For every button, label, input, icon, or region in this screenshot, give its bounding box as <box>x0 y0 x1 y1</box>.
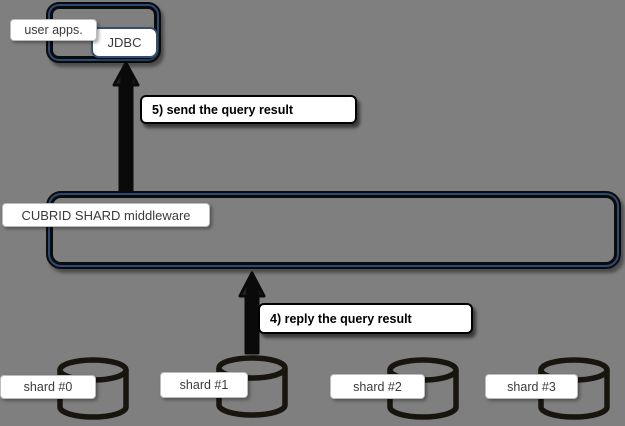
shard-2-label: shard #2 <box>330 374 425 399</box>
shard-3-label-text: shard #3 <box>507 379 556 394</box>
user-apps-label: user apps. <box>10 19 97 41</box>
middleware-box <box>46 191 621 269</box>
callout-send-query-result: 5) send the query result <box>140 95 357 124</box>
shard-2-label-text: shard #2 <box>353 379 402 394</box>
shard-0-label-text: shard #0 <box>23 380 73 394</box>
user-apps-label-text: user apps. <box>24 23 83 37</box>
jdbc-box: JDBC <box>91 27 158 58</box>
callout-send-query-result-text: 5) send the query result <box>152 102 294 117</box>
shard-3-label: shard #3 <box>485 374 578 399</box>
jdbc-label: JDBC <box>107 35 142 50</box>
callout-reply-query-result: 4) reply the query result <box>258 303 473 334</box>
shard-1-label-text: shard #1 <box>179 378 229 392</box>
up-arrow-icon <box>238 271 266 355</box>
shard-0-label: shard #0 <box>0 375 96 399</box>
shard-1-label: shard #1 <box>160 372 248 398</box>
up-arrow-icon <box>112 61 140 193</box>
callout-reply-query-result-text: 4) reply the query result <box>270 311 412 326</box>
middleware-label-text: CUBRID SHARD middleware <box>21 207 191 223</box>
middleware-label: CUBRID SHARD middleware <box>2 203 210 227</box>
